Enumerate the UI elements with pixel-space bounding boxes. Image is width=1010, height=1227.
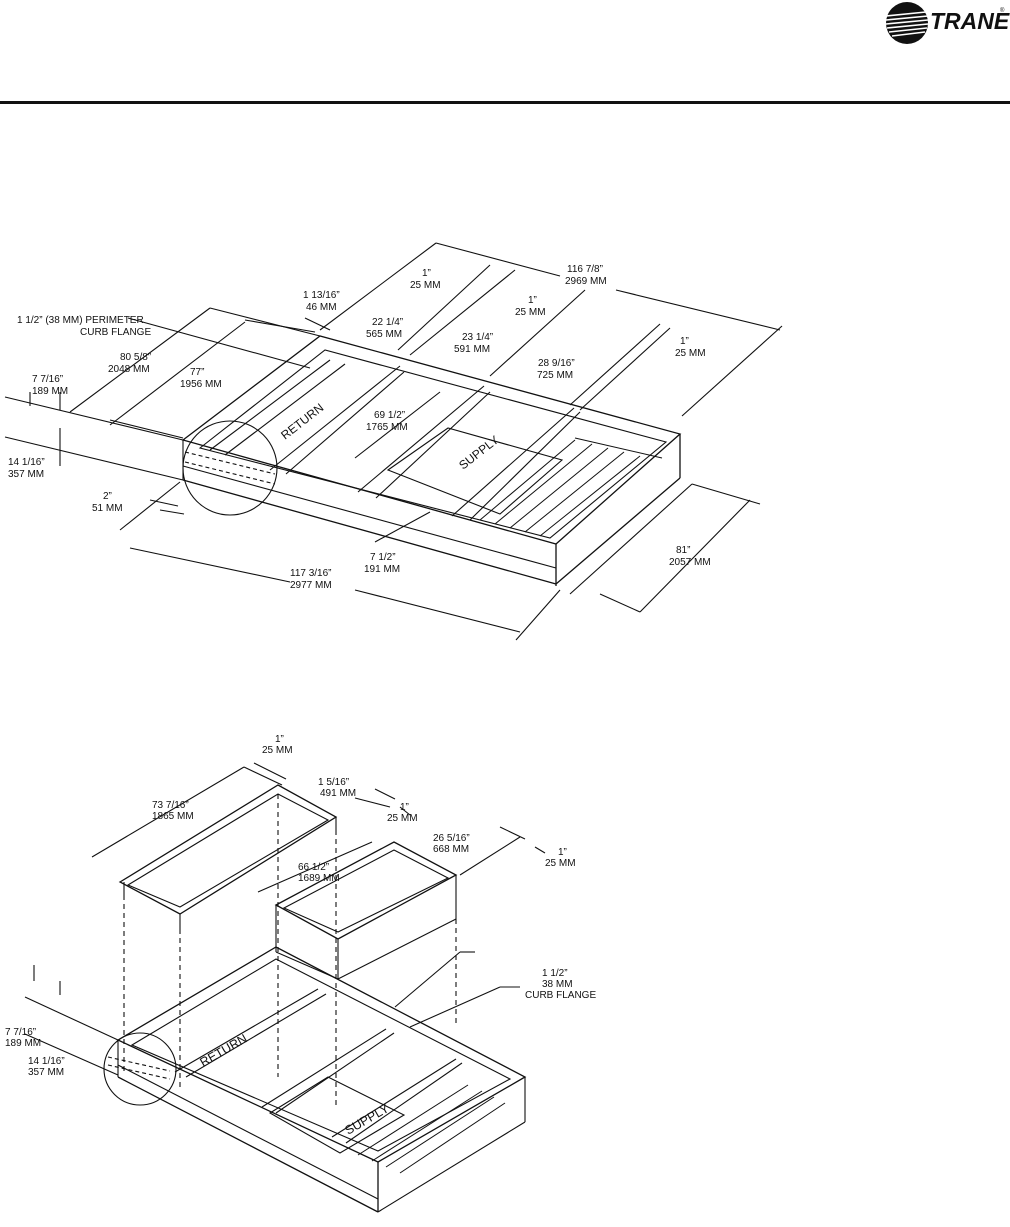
dim-b-mm: 25 MM bbox=[515, 307, 546, 318]
d2-label-return: RETURN bbox=[198, 1031, 250, 1069]
d2-dim-rail1-mm: 189 MM bbox=[5, 1038, 41, 1049]
perimeter-line1: 1 1/2” (38 MM) PERIMETER bbox=[17, 315, 144, 326]
dim-edge-mm: 51 MM bbox=[92, 503, 123, 514]
d2-dim-right-in: 1” bbox=[558, 847, 567, 858]
dim-open-in: 69 1/2” bbox=[374, 410, 405, 421]
dim-a-mm: 25 MM bbox=[410, 280, 441, 291]
d2-dim-top-in: 1” bbox=[275, 734, 284, 745]
header-rule bbox=[0, 101, 1010, 104]
dim-width-outer-mm: 2048 MM bbox=[108, 364, 150, 375]
dim-mid-mm: 591 MM bbox=[454, 344, 490, 355]
dim-len-in: 117 3/16” bbox=[290, 568, 332, 579]
dim-flange-in: 1 13/16” bbox=[303, 290, 340, 301]
curb-dimension-labels: 116 7/8” 2969 MM 1” 25 MM 1” 25 MM 1” 25… bbox=[8, 264, 711, 591]
exploded-curb-diagram bbox=[24, 762, 546, 1213]
d2-dim-mid-in: 1” bbox=[400, 802, 409, 813]
d2-dim-rail1-in: 7 7/16” bbox=[5, 1027, 36, 1038]
brand-logo bbox=[880, 0, 1010, 48]
d2-dim-ret-w-in: 1 5/16” bbox=[318, 777, 349, 788]
dim-supply-in: 28 9/16” bbox=[538, 358, 575, 369]
dim-mid-in: 23 1/4” bbox=[462, 332, 493, 343]
dim-overall-len-mm: 2969 MM bbox=[565, 276, 607, 287]
dim-rail1-in: 7 7/16” bbox=[32, 374, 63, 385]
dim-edge-in: 2” bbox=[103, 491, 112, 502]
brand-name: TRANE bbox=[930, 8, 1010, 34]
dim-depth-mm: 2057 MM bbox=[669, 557, 711, 568]
d2-dim-ret-len-in: 73 7/16” bbox=[152, 800, 189, 811]
dim-rail2-in: 14 1/16” bbox=[8, 457, 45, 468]
dim-width-inner-mm: 1956 MM bbox=[180, 379, 222, 390]
dim-b-in: 1” bbox=[528, 295, 537, 306]
d2-dim-rail2-mm: 357 MM bbox=[28, 1067, 64, 1078]
d2-dim-sup-w-in: 26 5/16” bbox=[433, 833, 470, 844]
d2-dim-sup-len-mm: 1689 MM bbox=[298, 873, 340, 884]
d2-dim-sup-len-in: 66 1/2” bbox=[298, 862, 329, 873]
dim-c-mm: 25 MM bbox=[675, 348, 706, 359]
curb-dimension-diagram bbox=[4, 242, 783, 641]
d2-label-supply: SUPPLY bbox=[343, 1101, 392, 1138]
registered-mark: ® bbox=[1000, 8, 1005, 14]
d2-dim-mid-mm: 25 MM bbox=[387, 813, 418, 824]
d2-dim-sup-w-mm: 668 MM bbox=[433, 844, 469, 855]
dim-open-mm: 1765 MM bbox=[366, 422, 408, 433]
dim-width-outer-in: 80 5/8” bbox=[120, 352, 151, 363]
label-supply: SUPPLY bbox=[456, 433, 501, 473]
d2-flange-line2: 38 MM bbox=[542, 979, 573, 990]
dim-overall-len-in: 116 7/8” bbox=[567, 264, 603, 275]
dim-return-in: 22 1/4” bbox=[372, 317, 403, 328]
dim-return-mm: 565 MM bbox=[366, 329, 402, 340]
d2-dim-top-mm: 25 MM bbox=[262, 745, 293, 756]
trane-globe-icon bbox=[885, 2, 929, 44]
dim-len-mm: 2977 MM bbox=[290, 580, 332, 591]
d2-dim-ret-len-mm: 1865 MM bbox=[152, 811, 194, 822]
dim-height-mm: 191 MM bbox=[364, 564, 400, 575]
d2-dim-rail2-in: 14 1/16” bbox=[28, 1056, 65, 1067]
d2-dim-right-mm: 25 MM bbox=[545, 858, 576, 869]
dim-flange-mm: 46 MM bbox=[306, 302, 337, 313]
dim-height-in: 7 1/2” bbox=[370, 552, 396, 563]
label-return: RETURN bbox=[278, 401, 326, 443]
dim-rail1-mm: 189 MM bbox=[32, 386, 68, 397]
dim-a-in: 1” bbox=[422, 268, 431, 279]
dim-width-inner-in: 77” bbox=[190, 367, 204, 378]
d2-flange-line1: 1 1/2” bbox=[542, 968, 568, 979]
d2-flange-line3: CURB FLANGE bbox=[525, 990, 596, 1001]
dim-supply-mm: 725 MM bbox=[537, 370, 573, 381]
dim-depth-in: 81” bbox=[676, 545, 690, 556]
dim-c-in: 1” bbox=[680, 336, 689, 347]
exploded-curb-labels: 1” 25 MM 1 5/16” 491 MM 73 7/16” 1865 MM… bbox=[5, 734, 596, 1138]
perimeter-line2: CURB FLANGE bbox=[80, 327, 151, 338]
d2-dim-ret-w-mm: 491 MM bbox=[320, 788, 356, 799]
dim-rail2-mm: 357 MM bbox=[8, 469, 44, 480]
